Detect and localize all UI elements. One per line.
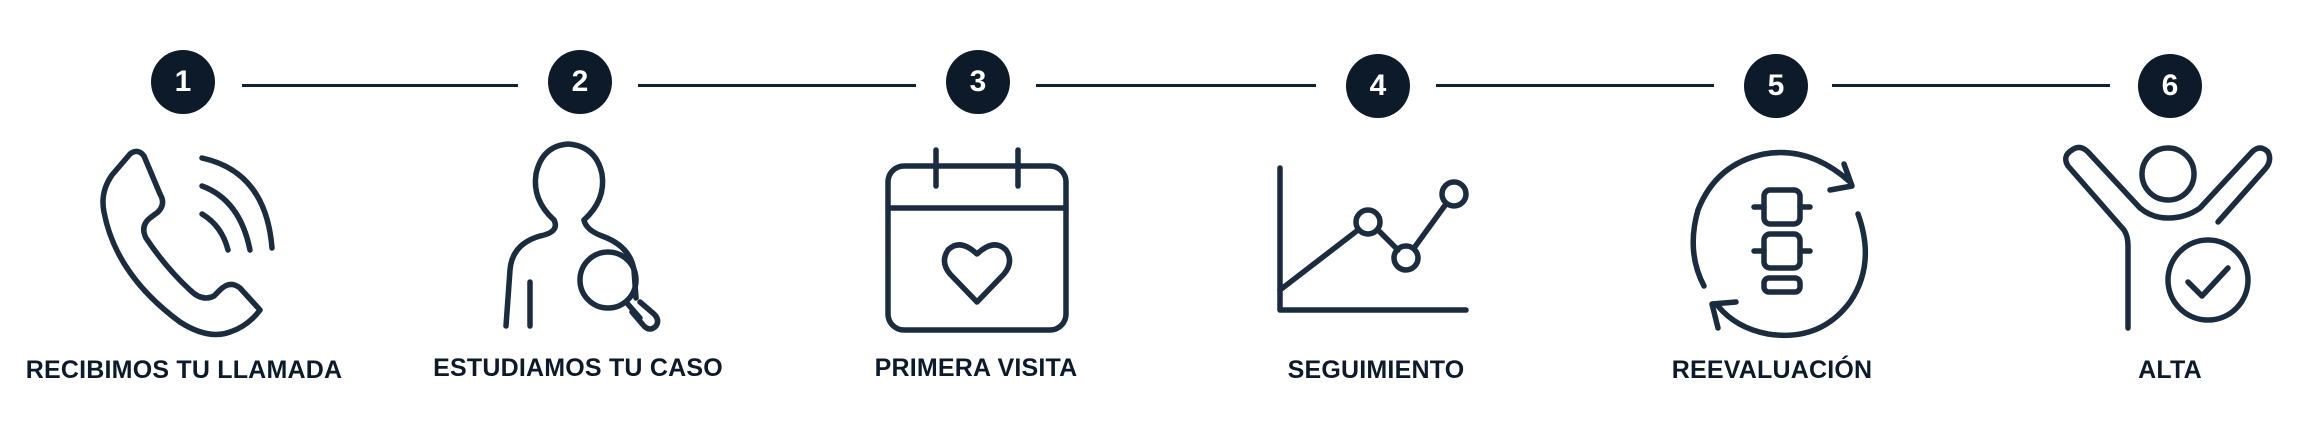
step-label: REEVALUACIÓN — [1671, 356, 1873, 384]
step-label: ALTA — [2138, 356, 2202, 384]
step-number-badge: 6 — [2138, 54, 2202, 118]
connector-line — [1832, 84, 2110, 87]
step-number-badge: 3 — [946, 50, 1010, 114]
spine-cycle-icon — [1690, 149, 1869, 339]
calendar-heart-icon — [885, 147, 1069, 333]
step-number-badge: 4 — [1346, 54, 1410, 118]
connector-line — [1036, 84, 1316, 87]
step-label: SEGUIMIENTO — [1287, 356, 1465, 384]
connector-line — [1436, 84, 1714, 87]
step-number-badge: 2 — [548, 50, 612, 114]
person-search-icon — [503, 141, 661, 332]
step-number-badge: 1 — [151, 50, 215, 114]
step-label: RECIBIMOS TU LLAMADA — [25, 356, 343, 384]
line-chart-icon — [1277, 165, 1469, 313]
step-number-badge: 5 — [1744, 54, 1808, 118]
phone-icon — [100, 148, 275, 338]
step-label: PRIMERA VISITA — [874, 354, 1078, 382]
connector-line — [638, 84, 916, 87]
connector-line — [242, 84, 518, 87]
step-label: ESTUDIAMOS TU CASO — [433, 354, 723, 382]
person-check-icon — [2063, 144, 2273, 331]
